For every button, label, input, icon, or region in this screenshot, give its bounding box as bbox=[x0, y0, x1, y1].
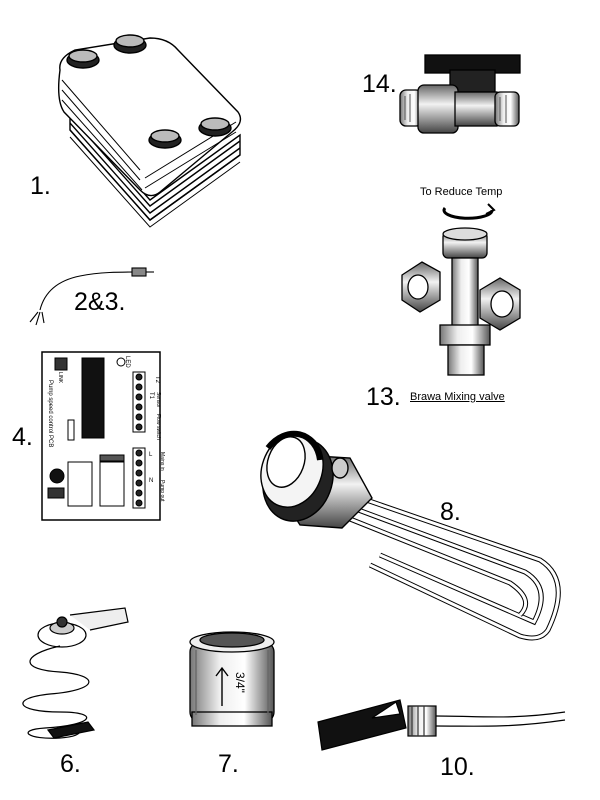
flow-switch-marking: 3/4" bbox=[233, 672, 247, 693]
mixing-valve-annotation: To Reduce Temp bbox=[420, 186, 503, 198]
pcb-mains-in-label: Mains in bbox=[159, 452, 165, 471]
pcb-t1-label: T1 bbox=[148, 392, 154, 400]
pcb-t2-label: T2 bbox=[154, 376, 160, 384]
mixing-valve-caption: Brawa Mixing valve bbox=[410, 391, 505, 403]
wire-lead-illustration bbox=[29, 267, 154, 326]
pcb-pump-out-label: Pump out bbox=[159, 480, 165, 502]
part-label-4: 4. bbox=[12, 423, 33, 451]
part-label-13: 13. bbox=[366, 383, 401, 411]
part-label-8: 8. bbox=[440, 498, 461, 526]
part-label-14: 14. bbox=[362, 70, 397, 98]
part-label-7: 7. bbox=[218, 750, 239, 778]
sensor-bulb-illustration bbox=[22, 607, 129, 739]
mixing-valve-illustration bbox=[401, 203, 521, 376]
pcb-led-label: LED bbox=[124, 356, 130, 368]
pcb-n-label: N bbox=[149, 478, 154, 484]
pcb-l-label: L bbox=[149, 452, 153, 458]
part-label-2-3: 2&3. bbox=[74, 288, 126, 316]
flow-switch-illustration bbox=[189, 631, 275, 727]
pcb-title: Pump speed control PCB bbox=[47, 380, 53, 448]
pcb-link-label: LINK bbox=[57, 372, 63, 384]
part-label-10: 10. bbox=[440, 753, 475, 781]
float-switch-illustration bbox=[317, 699, 566, 751]
shutoff-valve-illustration bbox=[399, 54, 521, 134]
pump-control-pcb-illustration bbox=[41, 351, 161, 521]
heat-exchanger-illustration bbox=[57, 34, 242, 228]
part-label-6: 6. bbox=[60, 750, 81, 778]
part-label-1: 1. bbox=[30, 172, 51, 200]
pcb-flow-switch-label: Flow switch bbox=[155, 414, 161, 440]
immersion-heater-illustration bbox=[260, 430, 561, 641]
pcb-sensor-label: Sensor bbox=[155, 392, 161, 408]
